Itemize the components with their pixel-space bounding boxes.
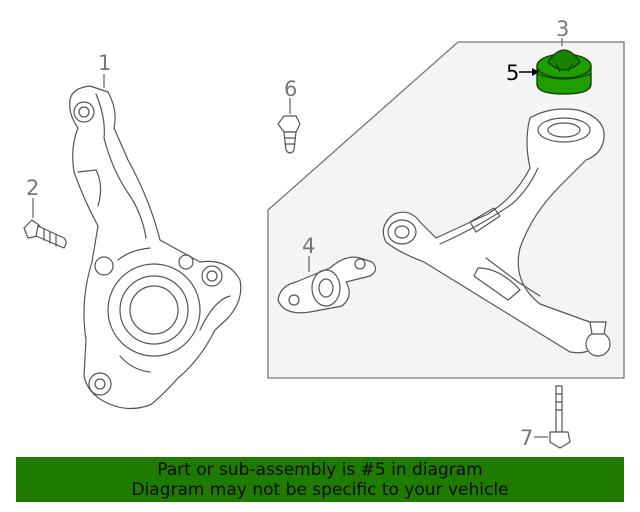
callout-4: 4 xyxy=(302,234,315,258)
info-banner: Part or sub-assembly is #5 in diagram Di… xyxy=(16,457,624,502)
banner-line-2: Diagram may not be specific to your vehi… xyxy=(131,479,509,500)
callout-3: 3 xyxy=(556,17,569,41)
leader-lines xyxy=(32,38,563,438)
banner-line-1: Part or sub-assembly is #5 in diagram xyxy=(157,459,483,480)
bushing-part-4[interactable] xyxy=(277,256,377,314)
bolt-part-6[interactable] xyxy=(277,115,301,154)
callout-6: 6 xyxy=(284,77,297,101)
bushing-part-5-highlighted[interactable] xyxy=(536,49,592,95)
callout-2: 2 xyxy=(26,176,39,200)
callout-7: 7 xyxy=(520,426,533,450)
lower-control-arm[interactable] xyxy=(382,108,611,357)
bolt-part-7[interactable] xyxy=(549,385,571,449)
callout-1: 1 xyxy=(98,51,111,75)
steering-knuckle[interactable] xyxy=(69,85,242,410)
callout-5: 5 xyxy=(506,61,519,85)
callout-numbers: 1 2 3 4 5 6 7 xyxy=(26,17,569,450)
bolt-part-2[interactable] xyxy=(23,219,67,249)
